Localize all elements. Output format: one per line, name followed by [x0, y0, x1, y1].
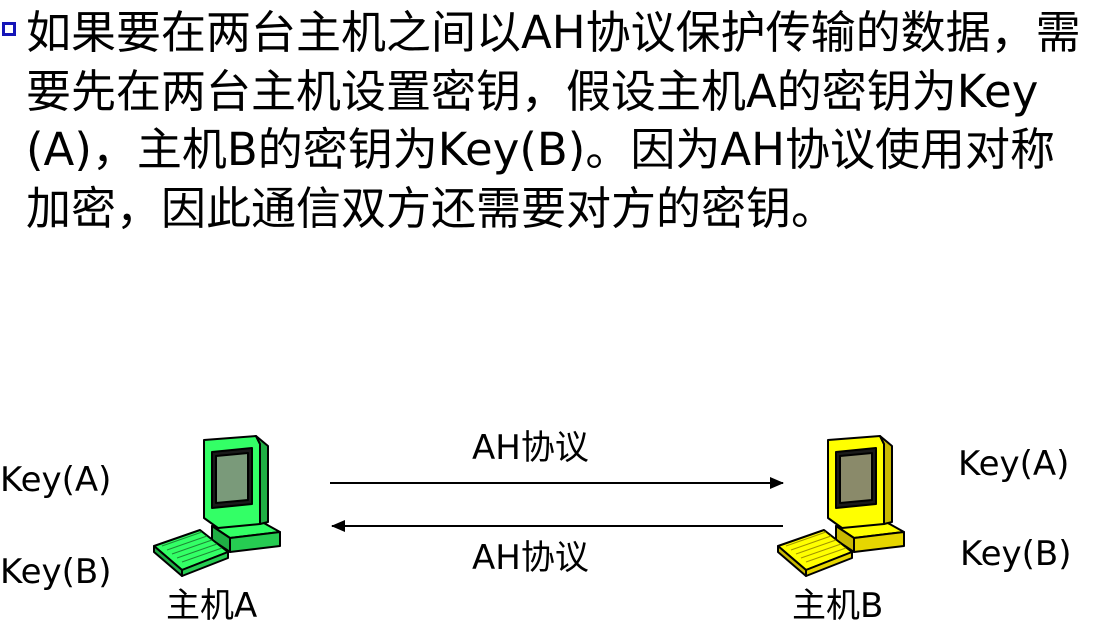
host-b-key-b-label: Key(B)	[960, 534, 1072, 574]
host-b-label: 主机B	[792, 586, 884, 626]
arrows-layer	[330, 477, 784, 532]
computer-a-icon	[153, 435, 281, 577]
host-a-label: 主机A	[166, 586, 258, 626]
arrow-top-label: AH协议	[472, 428, 589, 468]
computer-b-icon	[777, 435, 905, 577]
host-a-key-b-label: Key(B)	[0, 552, 112, 592]
paragraph-text: 如果要在两台主机之间以AH协议保护传输的数据，需要先在两台主机设置密钥，假设主机…	[26, 6, 1081, 235]
arrow-bottom-label: AH协议	[472, 538, 589, 578]
host-a-key-a-label: Key(A)	[0, 460, 112, 500]
network-diagram: Key(A) Key(B) 主机A	[0, 400, 1099, 626]
square-bullet-icon	[2, 22, 16, 36]
host-b-key-a-label: Key(A)	[958, 444, 1070, 484]
